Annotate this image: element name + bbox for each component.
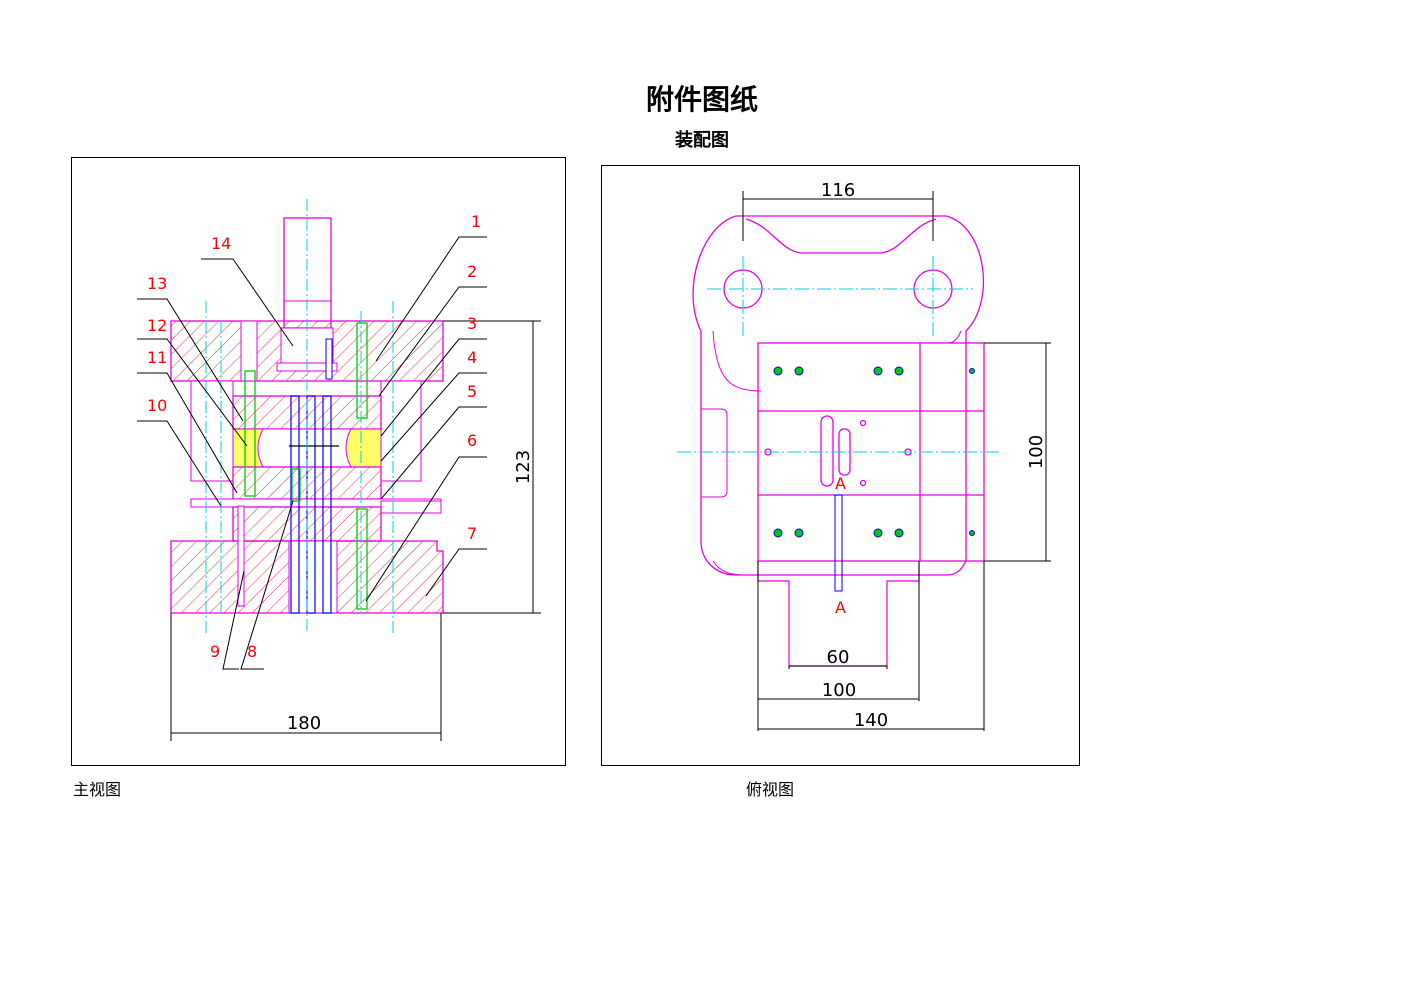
part-label-2: 2 (467, 262, 477, 281)
dim-100-vertical: 100 (1026, 435, 1047, 469)
section-pin (834, 494, 843, 592)
part-label-5: 5 (467, 382, 477, 401)
part-label-13: 13 (147, 274, 167, 293)
section-mark-bottom: A (835, 598, 846, 617)
part-label-9: 9 (210, 642, 220, 661)
part-labels: 1 2 3 4 5 6 7 8 9 10 11 12 13 14 (147, 212, 481, 661)
part-label-10: 10 (147, 396, 167, 415)
part-label-6: 6 (467, 431, 477, 450)
screw-symbols (773, 366, 975, 538)
part-label-3: 3 (467, 314, 477, 333)
right-guide-block (380, 380, 422, 482)
width-dimension-label: 180 (287, 713, 321, 734)
top-dimensions (742, 191, 1051, 731)
height-dimension-label: 123 (513, 450, 534, 484)
part-label-7: 7 (467, 524, 477, 543)
guide-pin (237, 505, 245, 607)
inner-curve-left (712, 330, 762, 392)
top-view-caption: 俯视图 (746, 780, 795, 799)
top-view-frame: A A 116 100 60 100 (601, 165, 1080, 766)
part-label-14: 14 (211, 234, 231, 253)
dim-140: 140 (854, 710, 888, 731)
lower-curve (712, 560, 747, 576)
part-label-12: 12 (147, 316, 167, 335)
dowel-pin (325, 338, 333, 380)
upper-notch (745, 218, 937, 254)
page-title: 附件图纸 (645, 83, 758, 116)
die-set-outline (692, 215, 985, 576)
leader-lines (137, 236, 487, 670)
dim-100-horizontal: 100 (822, 680, 856, 701)
page-subtitle: 装配图 (675, 130, 729, 151)
center-lines (205, 199, 394, 633)
front-dimensions (170, 320, 541, 741)
screws (244, 322, 368, 610)
section-mark-top: A (835, 474, 846, 493)
top-view-drawing: A A 116 100 60 100 (677, 180, 1051, 731)
dim-116: 116 (821, 180, 855, 201)
part-label-8: 8 (247, 642, 257, 661)
part-label-1: 1 (471, 212, 481, 231)
front-view-caption: 主视图 (73, 780, 122, 799)
front-view-drawing: 123 180 1 2 3 4 5 6 7 8 (137, 199, 541, 741)
dim-60: 60 (827, 647, 850, 668)
inner-curve-right (945, 330, 962, 344)
part-label-11: 11 (147, 348, 167, 367)
left-guide-block (190, 380, 234, 482)
front-view-frame: 123 180 1 2 3 4 5 6 7 8 (71, 157, 566, 766)
left-tab (701, 408, 728, 498)
part-label-4: 4 (467, 348, 477, 367)
top-center-lines (677, 256, 999, 453)
